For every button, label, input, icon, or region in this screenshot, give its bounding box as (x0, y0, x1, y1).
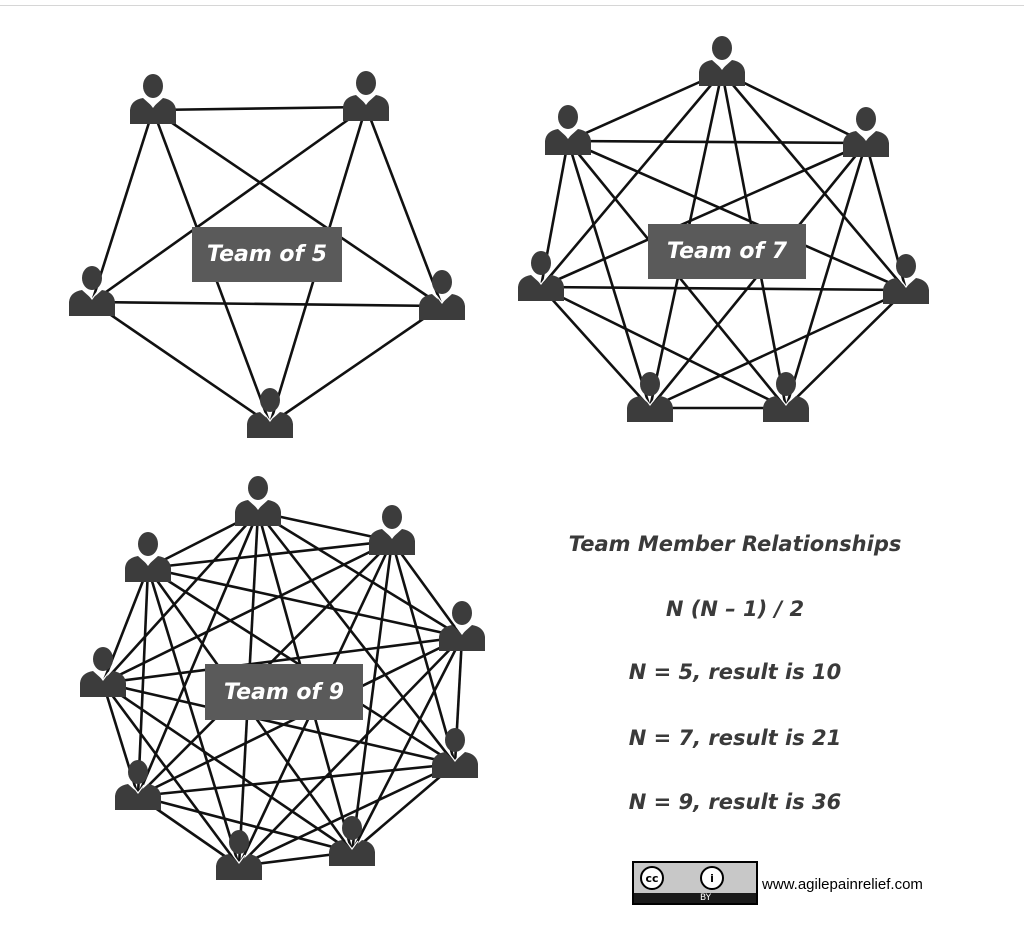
person-icon (235, 476, 281, 526)
person-icon (419, 270, 465, 320)
attribution-icon: i (700, 866, 724, 890)
team-7-label: Team of 7 (648, 224, 806, 279)
connection-line (146, 567, 241, 867)
connection-line (101, 682, 241, 867)
result-team-9: N = 9, result is 36 (628, 790, 842, 814)
creative-commons-badge: cc i BY (632, 861, 758, 905)
connection-line (147, 539, 393, 570)
connection-line (90, 109, 155, 303)
connection-line (566, 140, 652, 409)
person-icon (216, 830, 262, 880)
connection-line (785, 289, 907, 409)
connection-line (137, 762, 456, 798)
relationships-heading: Team Member Relationships (568, 532, 902, 556)
team-9-label: Team of 9 (205, 664, 363, 720)
relationships-formula: N (N – 1) / 2 (665, 597, 805, 621)
connection-line (137, 794, 353, 854)
connection-line (91, 300, 443, 308)
person-icon (125, 532, 171, 582)
connection-line (152, 105, 367, 112)
person-icon (699, 36, 745, 86)
connection-line (102, 511, 259, 684)
team-7-connections (539, 70, 908, 410)
connection-line (102, 539, 393, 685)
connection-line (102, 681, 353, 854)
connection-line (540, 141, 867, 289)
connection-line (540, 285, 787, 410)
connection-line (351, 763, 456, 853)
connection-line (147, 566, 463, 639)
person-icon (627, 372, 673, 422)
person-icon (763, 372, 809, 422)
person-icon (115, 760, 161, 810)
connection-line (390, 540, 457, 765)
connection-line (390, 540, 464, 638)
person-icon (80, 647, 126, 697)
connection-line (649, 288, 907, 410)
person-icon (883, 254, 929, 304)
person-icon (369, 505, 415, 555)
connection-line (256, 511, 457, 765)
connection-line (102, 635, 463, 685)
person-icon (329, 816, 375, 866)
connection-line (721, 71, 907, 291)
connection-line (784, 142, 868, 409)
connection-line (102, 681, 456, 766)
person-icon (343, 71, 389, 121)
connection-line (91, 105, 367, 304)
website-link[interactable]: www.agilepainrelief.com (762, 876, 923, 893)
person-icon (69, 266, 115, 316)
person-icon (432, 728, 478, 778)
connection-line (152, 108, 443, 308)
connection-line (567, 70, 723, 143)
person-icon (545, 105, 591, 155)
connection-line (136, 567, 150, 797)
connection-line (567, 139, 907, 292)
person-icon (130, 74, 176, 124)
top-divider (0, 5, 1024, 6)
connection-line (91, 300, 271, 426)
person-icon (843, 107, 889, 157)
result-team-7: N = 7, result is 21 (628, 726, 842, 750)
team-9-members (80, 476, 485, 880)
connection-line (540, 71, 723, 288)
connection-line (269, 304, 443, 426)
connection-line (238, 762, 456, 868)
connection-line (567, 139, 867, 145)
connection-line (350, 540, 394, 853)
connection-line (238, 636, 463, 867)
team-5-label: Team of 5 (192, 227, 342, 282)
connection-line (540, 285, 907, 292)
person-icon (518, 251, 564, 301)
by-label: BY (700, 893, 712, 903)
result-team-5: N = 5, result is 10 (628, 660, 842, 684)
team-5-members (69, 71, 465, 438)
team-7-members (518, 36, 929, 422)
connection-line (350, 636, 464, 853)
person-icon (439, 601, 485, 651)
connection-line (540, 286, 651, 409)
team-5-connections (90, 105, 444, 426)
connection-line (364, 106, 444, 307)
cc-icon: cc (640, 866, 664, 890)
person-icon (247, 388, 293, 438)
connection-line (721, 70, 867, 145)
